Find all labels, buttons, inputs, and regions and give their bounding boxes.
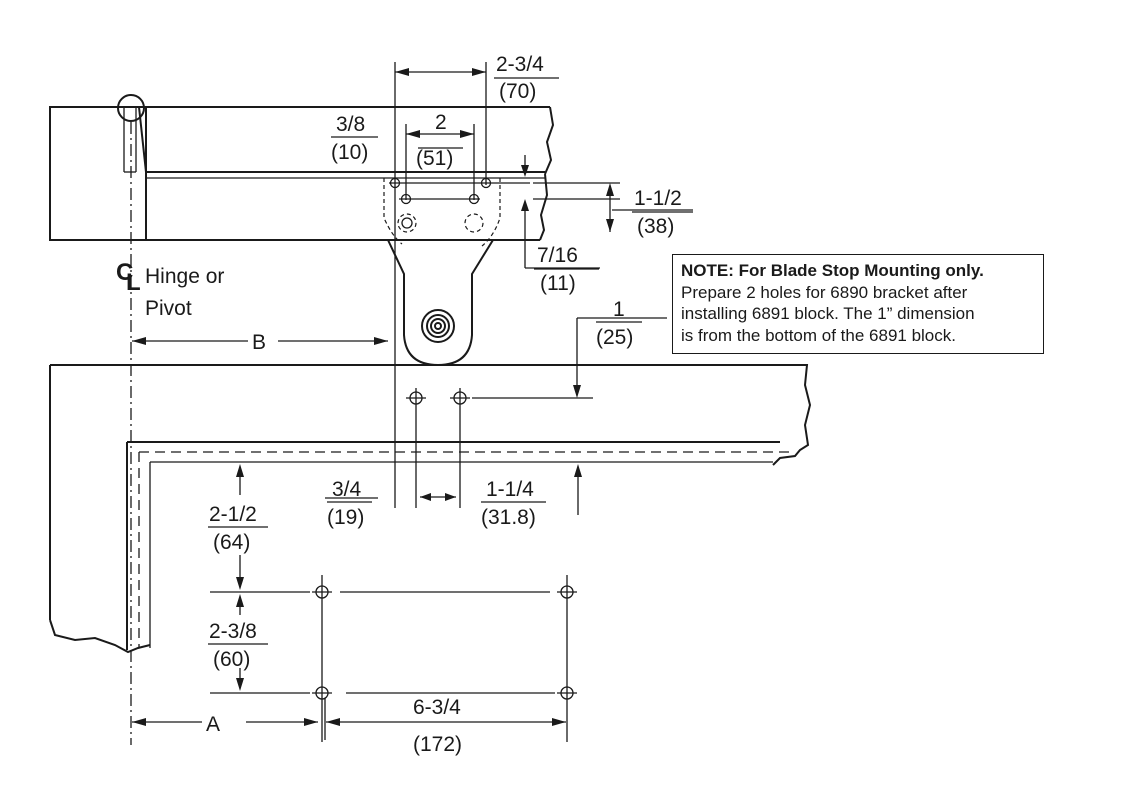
dim-depth-1-1-2-mm: (38) [637, 215, 674, 238]
dim-depth-7-16-frac: 7/16 [537, 244, 578, 267]
dim-blade-1-frac: 1 [613, 298, 625, 321]
dimension-lines [132, 62, 693, 740]
dim-frame-2-3-8-frac: 2-3/8 [209, 620, 257, 643]
note-line-2: installing 6891 block. The 1” dimension [681, 304, 975, 323]
dim-top-width-frac: 2-3/4 [496, 53, 544, 76]
dim-frame-2-3-8-mm: (60) [213, 648, 250, 671]
note-line-3: is from the bottom of the 6891 block. [681, 325, 956, 345]
dim-a-label: A [206, 713, 220, 736]
dim-offset-3-8-mm: (10) [331, 141, 368, 164]
note-line-1: Prepare 2 holes for 6890 bracket after [681, 282, 968, 302]
fraction-bars [208, 77, 693, 645]
dim-width-6-3-4-frac: 6-3/4 [413, 696, 461, 719]
frame-mounting-holes [210, 575, 577, 742]
dim-spacing-2-mm: (51) [416, 147, 453, 170]
pivot-label: Pivot [145, 297, 192, 320]
dim-depth-1-1-2-frac: 1-1/2 [634, 187, 682, 210]
dim-frame-2-1-2-frac: 2-1/2 [209, 503, 257, 526]
dim-top-width-mm: (70) [499, 80, 536, 103]
door-section [49, 106, 555, 241]
cl-symbol: C [116, 259, 133, 286]
dim-b-label: B [252, 331, 266, 354]
dim-spacing-1-1-4-frac: 1-1/4 [486, 478, 534, 501]
blade-stop-holes [406, 388, 593, 408]
dim-depth-7-16-mm: (11) [540, 272, 576, 295]
arm-bracket [383, 177, 530, 367]
dim-offset-3-4-frac: 3/4 [332, 478, 362, 501]
blade-stop-note: NOTE: For Blade Stop Mounting only. Prep… [672, 254, 1044, 354]
frame-section [49, 364, 812, 654]
dim-spacing-2-frac: 2 [435, 111, 447, 134]
cl-symbol-sub: L [126, 269, 141, 296]
dim-offset-3-4-mm: (19) [327, 506, 364, 529]
dim-width-6-3-4-mm: (172) [413, 733, 462, 756]
dim-frame-2-1-2-mm: (64) [213, 531, 250, 554]
hinge-label: Hinge or [145, 265, 224, 288]
note-title: NOTE: For Blade Stop Mounting only. [681, 261, 984, 280]
dim-offset-3-8-frac: 3/8 [336, 113, 365, 136]
dim-blade-1-mm: (25) [596, 326, 633, 349]
dim-spacing-1-1-4-mm: (31.8) [481, 506, 536, 529]
